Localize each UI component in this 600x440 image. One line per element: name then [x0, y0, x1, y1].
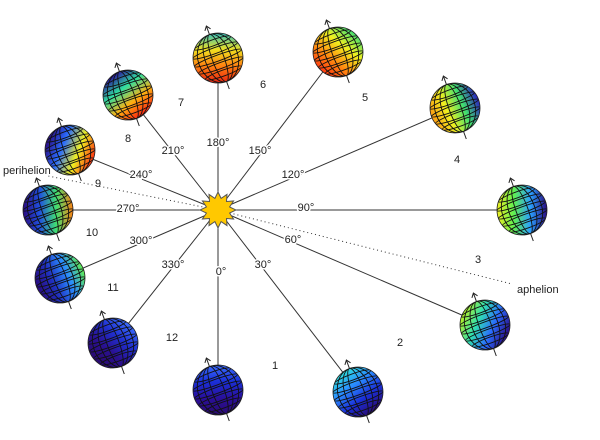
- month-label: 5: [362, 92, 368, 104]
- earth-globe: [192, 357, 244, 422]
- earth-globe: [332, 359, 384, 424]
- rotation-axis-arrow-icon: [204, 25, 230, 90]
- earth-globe: [312, 19, 364, 84]
- angle-label: 60°: [285, 234, 302, 246]
- aphelion-line: [217, 209, 513, 285]
- month-label: 7: [178, 97, 184, 109]
- month-label: 8: [125, 133, 131, 145]
- earth-globe: [87, 310, 139, 375]
- angle-label: 120°: [282, 169, 305, 181]
- earth-globe: [22, 177, 74, 242]
- angle-label: 300°: [130, 235, 153, 247]
- earth-globe: [496, 177, 548, 242]
- rotation-axis-arrow-icon: [441, 75, 467, 140]
- sun-icon: [198, 190, 238, 230]
- orbit-spoke: [112, 209, 219, 344]
- month-label: 3: [475, 254, 481, 266]
- orbit-spoke: [59, 209, 219, 279]
- month-label: 11: [107, 282, 118, 294]
- angle-label: 90°: [298, 202, 315, 214]
- month-label: 12: [166, 332, 178, 344]
- angle-label: 30°: [255, 259, 272, 271]
- earth-globe: [44, 117, 96, 182]
- earth-globe: [34, 245, 86, 310]
- orbit-spoke: [217, 107, 456, 211]
- orbit-spoke: [217, 209, 359, 393]
- earth-globe: [192, 25, 244, 90]
- month-label: 2: [397, 337, 403, 349]
- perihelion-label: perihelion: [3, 165, 51, 177]
- aphelion-label: aphelion: [517, 284, 559, 296]
- month-label: 10: [86, 227, 98, 239]
- month-label: 1: [272, 360, 278, 372]
- rotation-axis-arrow-icon: [508, 177, 534, 242]
- rotation-axis-arrow-icon: [46, 245, 72, 310]
- rotation-axis-arrow-icon: [471, 292, 497, 357]
- rotation-axis-arrow-icon: [56, 117, 82, 182]
- rotation-axis-arrow-icon: [324, 19, 350, 84]
- rotation-axis-arrow-icon: [114, 62, 140, 127]
- earth-globe: [102, 62, 154, 127]
- angle-label: 240°: [130, 169, 153, 181]
- orbit-spoke: [69, 149, 219, 211]
- earth-globe: [429, 75, 481, 140]
- perihelion-line: [47, 175, 219, 211]
- orbit-spoke: [217, 51, 339, 211]
- rotation-axis-arrow-icon: [34, 177, 60, 242]
- angle-label: 150°: [249, 145, 272, 157]
- angle-label: 0°: [216, 266, 227, 278]
- month-label: 4: [454, 154, 460, 166]
- month-label: 9: [95, 178, 101, 190]
- angle-label: 210°: [162, 145, 185, 157]
- rotation-axis-arrow-icon: [344, 359, 370, 424]
- angle-label: 270°: [117, 203, 140, 215]
- angle-label: 180°: [207, 137, 230, 149]
- month-label: 6: [260, 79, 266, 91]
- orbit-spoke: [217, 209, 486, 326]
- rotation-axis-arrow-icon: [99, 310, 125, 375]
- angle-label: 330°: [162, 259, 185, 271]
- earth-globe: [459, 292, 511, 357]
- rotation-axis-arrow-icon: [204, 357, 230, 422]
